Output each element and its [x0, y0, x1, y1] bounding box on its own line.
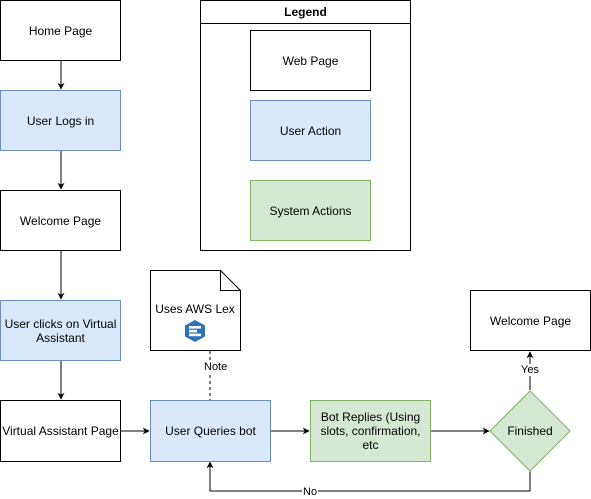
finished-diamond-shape — [489, 390, 571, 472]
node-finished: Finished — [490, 421, 570, 441]
node-home-page: Home Page — [0, 0, 121, 61]
legend-user-action-label: User Action — [279, 123, 342, 138]
node-virtual-assistant-page-label: Virtual Assistant Page — [2, 424, 119, 438]
legend-title: Legend — [200, 0, 411, 24]
legend-web-page-label: Web Page — [282, 53, 339, 68]
node-user-logs-in: User Logs in — [0, 90, 121, 151]
note-text: Uses AWS Lex — [155, 302, 235, 316]
edge-label-note: Note — [203, 361, 229, 373]
legend-user-action: User Action — [250, 100, 371, 161]
node-home-page-label: Home Page — [28, 23, 93, 38]
node-bot-replies: Bot Replies (Using slots, confirmation, … — [310, 400, 431, 462]
node-virtual-assistant-page: Virtual Assistant Page — [0, 400, 121, 462]
note-fold — [220, 270, 241, 291]
node-user-queries-bot-label: User Queries bot — [165, 424, 256, 438]
node-finished-label: Finished — [507, 424, 553, 438]
node-bot-replies-label: Bot Replies (Using slots, confirmation, … — [320, 410, 421, 452]
edge-label-yes: Yes — [520, 364, 540, 376]
node-user-logs-in-label: User Logs in — [26, 113, 95, 128]
node-welcome-page-right: Welcome Page — [470, 290, 591, 351]
node-user-clicks-virtual-assistant-label: User clicks on Virtual Assistant — [4, 316, 117, 345]
node-welcome-page-left-label: Welcome Page — [19, 213, 102, 228]
node-welcome-page-right-label: Welcome Page — [489, 313, 572, 328]
legend-system-actions: System Actions — [250, 180, 371, 241]
edge-label-no: No — [302, 486, 319, 498]
legend-web-page: Web Page — [250, 30, 371, 91]
node-welcome-page-left: Welcome Page — [0, 190, 121, 251]
node-user-queries-bot: User Queries bot — [150, 400, 271, 462]
aws-lex-icon — [185, 320, 205, 342]
node-user-clicks-virtual-assistant: User clicks on Virtual Assistant — [0, 300, 121, 361]
legend-system-actions-label: System Actions — [269, 203, 352, 218]
note-shape — [150, 270, 241, 351]
arrow-finished-no — [206, 461, 531, 492]
